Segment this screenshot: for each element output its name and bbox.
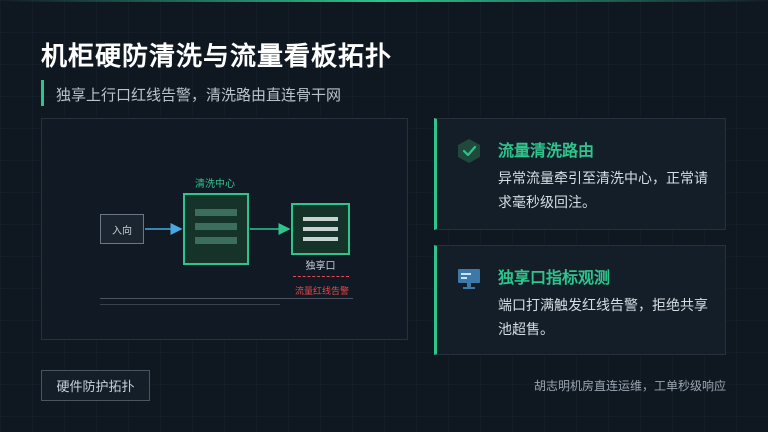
redline-alert-label: 流量红线告警 bbox=[294, 287, 349, 297]
inbound-node-label: 入向 bbox=[112, 225, 132, 237]
port-slot-bar bbox=[303, 227, 338, 231]
footer-note: 胡志明机房直连运维，工单秒级响应 bbox=[533, 379, 726, 393]
inbound-node: 入向 bbox=[100, 214, 144, 244]
server-slot-bar bbox=[195, 223, 237, 230]
port-metrics-card: 独享口指标观测 端口打满触发红线告警，拒绝共享池超售。 bbox=[434, 245, 726, 355]
redline-threshold-line bbox=[293, 276, 349, 277]
port-slot-bar bbox=[303, 237, 338, 241]
shield-check-icon bbox=[458, 139, 480, 163]
port-slot-bar bbox=[303, 217, 338, 221]
server-slot-bar bbox=[195, 237, 237, 244]
page-title: 机柜硬防清洗与流量看板拓扑 bbox=[41, 42, 393, 72]
card-title: 流量清洗路由 bbox=[498, 141, 595, 160]
scrubbing-center-label: 清洗中心 bbox=[195, 179, 235, 190]
dedicated-port-label: 独享口 bbox=[305, 261, 336, 272]
hardware-topology-button[interactable]: 硬件防护拓扑 bbox=[41, 370, 150, 401]
card-body: 异常流量牵引至清洗中心，正常请求毫秒级回注。 bbox=[498, 171, 708, 211]
card-body: 端口打满触发红线告警，拒绝共享池超售。 bbox=[498, 298, 708, 338]
subtitle-accent-bar bbox=[41, 80, 44, 106]
topology-diagram-panel: 入向 清洗中心 独享口 流量红线告警 bbox=[41, 118, 408, 340]
card-title: 独享口指标观测 bbox=[498, 268, 611, 287]
monitor-icon bbox=[458, 269, 480, 289]
backbone-line bbox=[100, 304, 280, 305]
diagram-connectors bbox=[145, 223, 291, 235]
server-slot-bar bbox=[195, 209, 237, 216]
scrubbing-center-node bbox=[183, 193, 249, 265]
backbone-line bbox=[100, 298, 353, 299]
top-accent-line bbox=[0, 0, 768, 2]
scrubbing-route-card: 流量清洗路由 异常流量牵引至清洗中心，正常请求毫秒级回注。 bbox=[434, 118, 726, 230]
page-subtitle: 独享上行口红线告警，清洗路由直连骨干网 bbox=[56, 86, 342, 104]
dedicated-port-node bbox=[291, 203, 350, 255]
